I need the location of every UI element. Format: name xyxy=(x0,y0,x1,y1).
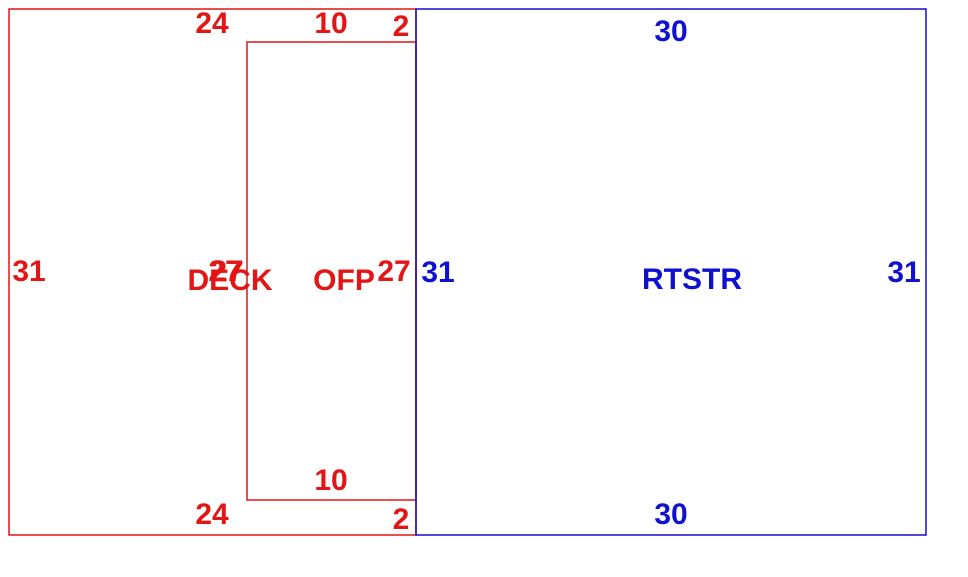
rtstr-top-label: 30 xyxy=(654,15,687,48)
ofp-top-label: 10 xyxy=(314,7,347,40)
deck-top-label: 24 xyxy=(195,7,229,40)
rtstr-bottom-label: 30 xyxy=(654,498,687,531)
rtstr-left-label: 31 xyxy=(421,256,454,289)
deck-left-label: 31 xyxy=(12,255,45,288)
ofp-top-gap-label: 2 xyxy=(393,10,410,43)
deck-name-label: DECK xyxy=(187,264,272,297)
deck-bottom-label: 24 xyxy=(195,498,229,531)
ofp-right-label: 27 xyxy=(377,255,410,288)
ofp-bottom-gap-label: 2 xyxy=(393,503,410,536)
ofp-name-label: OFP xyxy=(313,264,375,297)
rtstr-name-label: RTSTR xyxy=(642,263,742,296)
ofp-left-label: 27 xyxy=(210,255,243,288)
rtstr-panel-outline xyxy=(415,8,927,536)
deck-right-label: 27 xyxy=(208,255,241,288)
rtstr-right-label: 31 xyxy=(887,256,920,289)
ofp-bottom-label: 10 xyxy=(314,464,347,497)
